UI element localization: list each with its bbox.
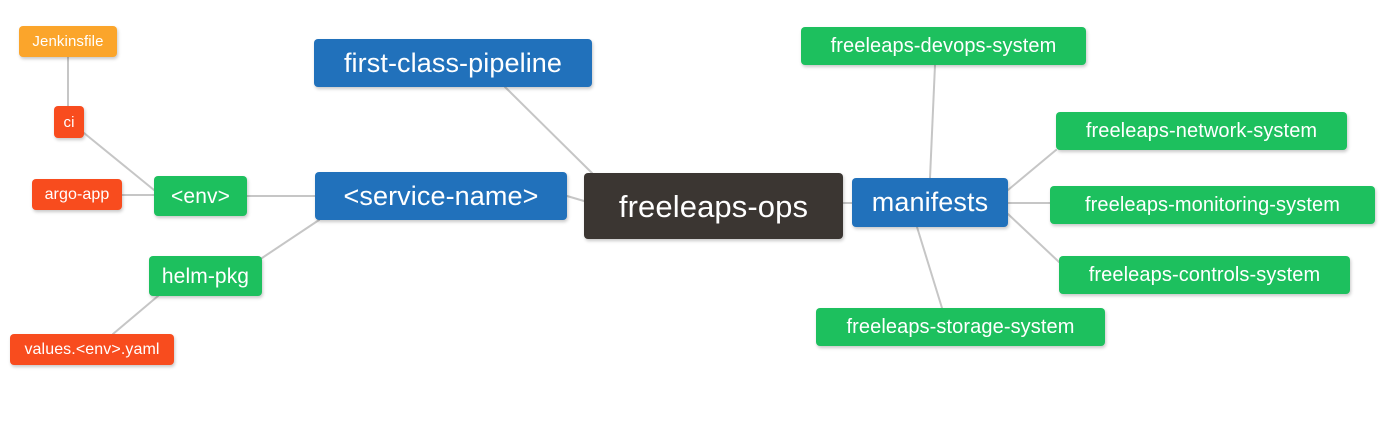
- node-env[interactable]: <env>: [154, 176, 247, 216]
- node-argo-app[interactable]: argo-app: [32, 179, 122, 210]
- edge-helm-pkg-to-service-name: [261, 219, 320, 259]
- node-freeleaps-devops-system[interactable]: freeleaps-devops-system: [801, 27, 1086, 65]
- edge-freeleaps-storage-system-to-manifests: [916, 226, 943, 309]
- node-freeleaps-controls-system[interactable]: freeleaps-controls-system: [1059, 256, 1350, 294]
- edge-service-name-to-freeleaps-ops: [566, 195, 585, 202]
- node-freeleaps-network-system[interactable]: freeleaps-network-system: [1056, 112, 1347, 150]
- node-ci[interactable]: ci: [54, 106, 84, 138]
- edge-first-class-pipeline-to-freeleaps-ops: [504, 86, 593, 174]
- node-first-class-pipeline[interactable]: first-class-pipeline: [314, 39, 592, 87]
- edge-freeleaps-network-system-to-manifests: [1007, 149, 1057, 191]
- node-helm-pkg[interactable]: helm-pkg: [149, 256, 262, 296]
- node-jenkinsfile[interactable]: Jenkinsfile: [19, 26, 117, 57]
- edge-freeleaps-devops-system-to-manifests: [929, 64, 936, 179]
- node-freeleaps-monitoring-system[interactable]: freeleaps-monitoring-system: [1050, 186, 1375, 224]
- edge-values-env-yaml-to-helm-pkg: [112, 295, 159, 335]
- node-freeleaps-ops[interactable]: freeleaps-ops: [584, 173, 843, 239]
- node-freeleaps-storage-system[interactable]: freeleaps-storage-system: [816, 308, 1105, 346]
- node-service-name[interactable]: <service-name>: [315, 172, 567, 220]
- node-values-env-yaml[interactable]: values.<env>.yaml: [10, 334, 174, 365]
- node-manifests[interactable]: manifests: [852, 178, 1008, 227]
